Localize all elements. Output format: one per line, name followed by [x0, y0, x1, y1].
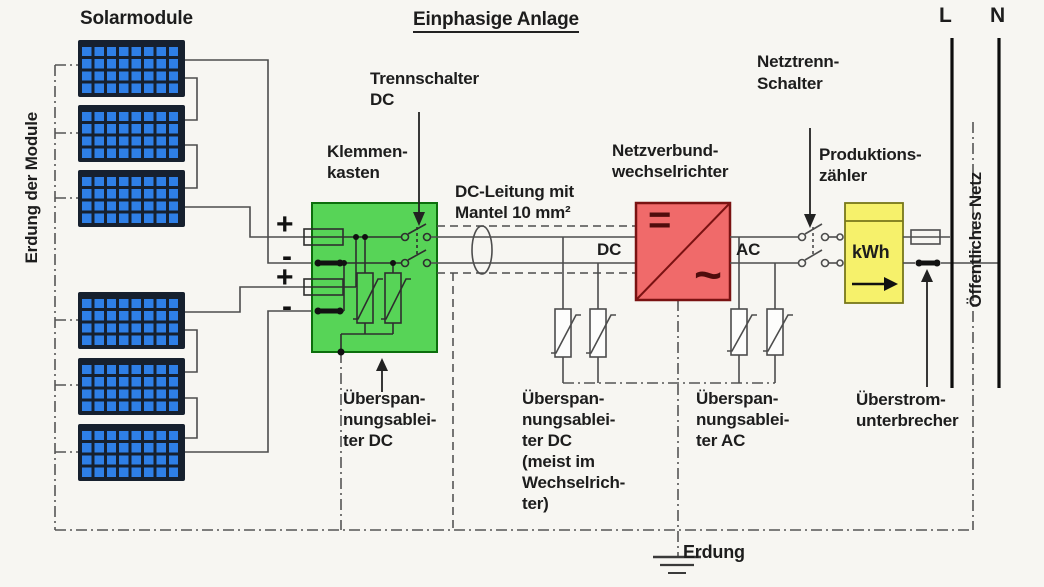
dc-fuse-icon [303, 228, 344, 246]
inverter-dc-symbol: = [648, 198, 672, 242]
production-meter-label: Produktions- zähler [819, 145, 922, 185]
neutral-conductor-label: N [990, 4, 1005, 27]
grid-switch-label: Netztrenn- Schalter [757, 52, 840, 93]
plus-terminal-1: + [276, 208, 294, 241]
public-grid-label: Öffentliches Netz [966, 172, 985, 308]
diagram-title: Einphasige Anlage [413, 9, 579, 33]
surge-arrester-icon [586, 308, 616, 358]
solar-module-2 [78, 105, 185, 162]
overcurrent-fuse-icon [910, 229, 941, 245]
surge-arrester-icon [381, 272, 411, 324]
solar-module-4 [78, 292, 185, 349]
minus-terminal-2: - [282, 290, 292, 323]
earth-label: Erdung [683, 542, 745, 562]
solar-modules-label: Solarmodule [80, 8, 193, 29]
string-wiring [185, 59, 318, 453]
solar-module-6 [78, 424, 185, 481]
surge-arrester-icon [763, 308, 793, 356]
dc-run [431, 225, 636, 383]
dc-fuse-icon [303, 278, 344, 296]
dc-disconnect-switch-icon [400, 223, 432, 268]
line-conductor-label: L [939, 4, 952, 27]
surge-arrester-icon [551, 308, 581, 358]
plus-terminal-2: + [276, 261, 294, 294]
cable-ellipse-icon [471, 225, 493, 275]
junction-box-label: Klemmen- kasten [327, 142, 408, 182]
surge-arrester-ac-label: Überspan- nungsablei- ter AC [696, 389, 790, 450]
junction-box [303, 202, 438, 356]
surge-arrester-dc-inverter-label: Überspan- nungsablei- ter DC (meist im W… [522, 389, 626, 513]
grid-connection [903, 229, 999, 267]
kwh-label: kWh [852, 242, 890, 262]
dc-side-label: DC [597, 240, 622, 259]
meter-terminal [836, 259, 844, 267]
dc-cable-label: DC-Leitung mit Mantel 10 mm² [455, 182, 575, 222]
inverter-ac-symbol: ~ [694, 249, 723, 302]
dc-disconnect-label: Trennschalter DC [370, 69, 479, 109]
minus-terminal-1: - [282, 240, 292, 273]
solar-module-1 [78, 40, 185, 97]
pointer-arrows [376, 112, 933, 392]
grid-disconnect-switch-icon [797, 223, 830, 268]
ac-side-label: AC [736, 240, 761, 259]
ac-run [727, 223, 844, 383]
earth-symbol-icon [653, 555, 701, 574]
ground-network [54, 64, 974, 556]
solar-module-3 [78, 170, 185, 227]
inverter-box [634, 201, 732, 302]
surge-arrester-icon [353, 272, 383, 324]
inverter-label: Netzverbund- wechselrichter [612, 141, 729, 181]
meter-box [844, 202, 904, 304]
surge-arrester-dc-label: Überspan- nungsablei- ter DC [343, 389, 437, 450]
meter-terminal [836, 233, 844, 241]
surge-arrester-icon [727, 308, 757, 356]
module-ground-label: Erdung der Module [22, 112, 41, 264]
kwh-arrow-icon [852, 277, 898, 291]
solar-module-5 [78, 358, 185, 415]
grid-bus-lines [950, 38, 1001, 388]
overcurrent-breaker-label: Überstrom- unterbrecher [856, 390, 959, 430]
